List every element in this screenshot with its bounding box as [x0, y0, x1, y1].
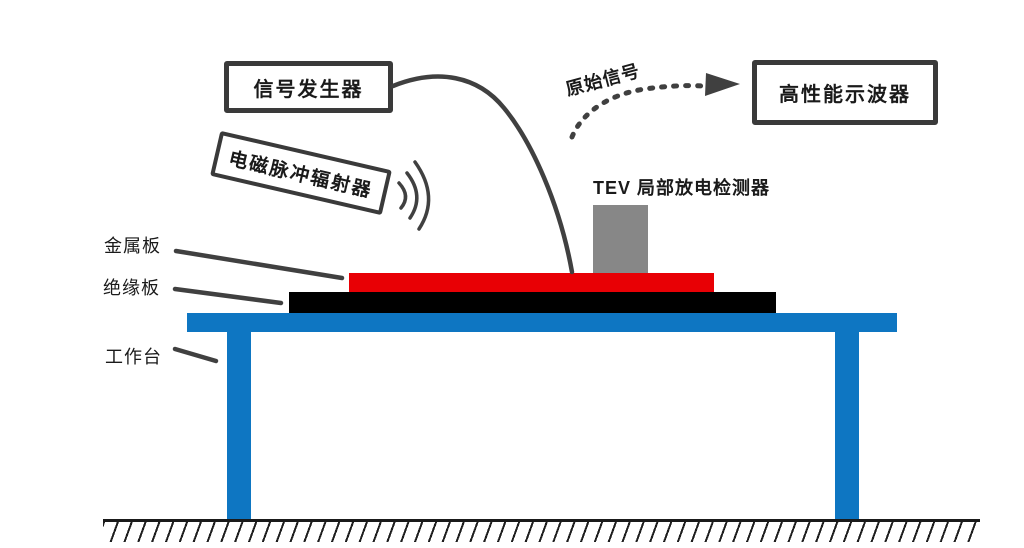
- metal-plate: [349, 273, 714, 292]
- metal-plate-leader: [173, 248, 345, 281]
- ground-line: [103, 519, 980, 522]
- tev-detector-label: TEV 局部放电检测器: [593, 178, 771, 198]
- metal-plate-label: 金属板: [104, 236, 161, 256]
- insulating-plate: [289, 292, 776, 313]
- oscilloscope-label: 高性能示波器: [779, 84, 911, 106]
- signal-generator-label: 信号发生器: [253, 78, 364, 101]
- raw-signal-arrowhead-icon: [705, 73, 740, 96]
- radiation-waves-icon: [397, 160, 431, 231]
- signal-cable: [390, 74, 575, 275]
- workbench-leader: [172, 346, 219, 364]
- emp-radiator-box: 电磁脉冲辐射器: [210, 130, 392, 216]
- raw-signal-label: 原始信号: [563, 60, 643, 100]
- ground-hatch-icon: [103, 522, 980, 542]
- workbench-top: [187, 313, 897, 332]
- emp-radiator-label: 电磁脉冲辐射器: [226, 148, 375, 202]
- oscilloscope-box: 高性能示波器: [752, 60, 938, 125]
- workbench-leg-right: [835, 331, 859, 521]
- workbench-leg-left: [227, 331, 251, 521]
- insulating-plate-leader: [172, 286, 284, 306]
- tev-detector-sensor: [593, 205, 648, 273]
- signal-generator-box: 信号发生器: [224, 61, 393, 113]
- workbench-label: 工作台: [105, 347, 162, 367]
- insulating-plate-label: 绝缘板: [103, 278, 160, 298]
